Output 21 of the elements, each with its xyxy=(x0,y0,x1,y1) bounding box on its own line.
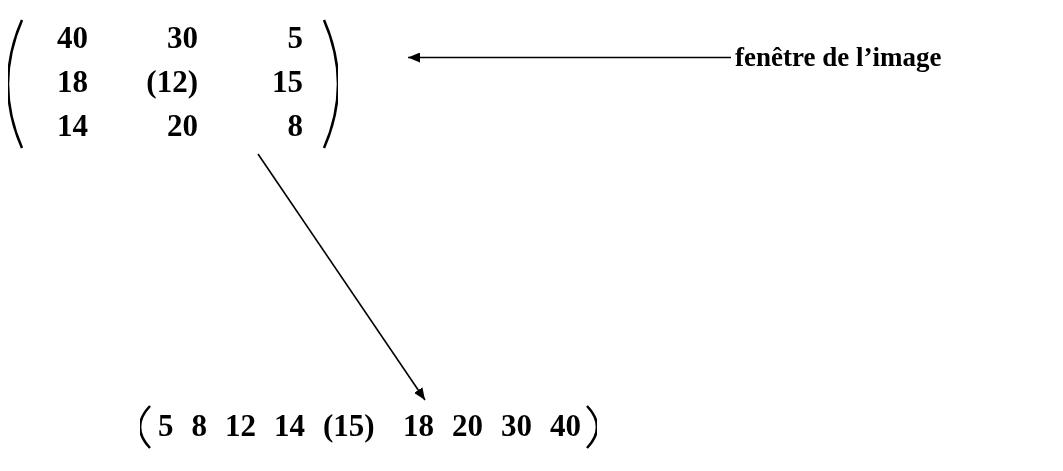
vector-entry: 8 xyxy=(191,408,207,444)
matrix-entry: 14 xyxy=(57,108,88,144)
matrix-entry: 18 xyxy=(57,64,88,100)
vector-entry: 14 xyxy=(274,408,305,444)
matrix-entry: 30 xyxy=(167,20,198,56)
arrow xyxy=(257,153,426,401)
window-label: fenêtre de l’image xyxy=(735,42,942,73)
vector-entry: 12 xyxy=(225,408,256,444)
vector-entry: 5 xyxy=(158,408,174,444)
matrix-entry: 5 xyxy=(287,20,303,56)
matrix-entry: 20 xyxy=(167,108,198,144)
vector-entry: 30 xyxy=(501,408,532,444)
arrow xyxy=(407,52,732,63)
vector-entry: (15) xyxy=(323,408,375,444)
matrix-entry: (12) xyxy=(146,64,198,100)
matrix-entry: 15 xyxy=(272,64,303,100)
vector-entry: 40 xyxy=(550,408,581,444)
vector-entry: 18 xyxy=(403,408,434,444)
vector-entry: 20 xyxy=(452,408,483,444)
matrix-entry: 8 xyxy=(287,108,303,144)
matrix-entry: 40 xyxy=(57,20,88,56)
